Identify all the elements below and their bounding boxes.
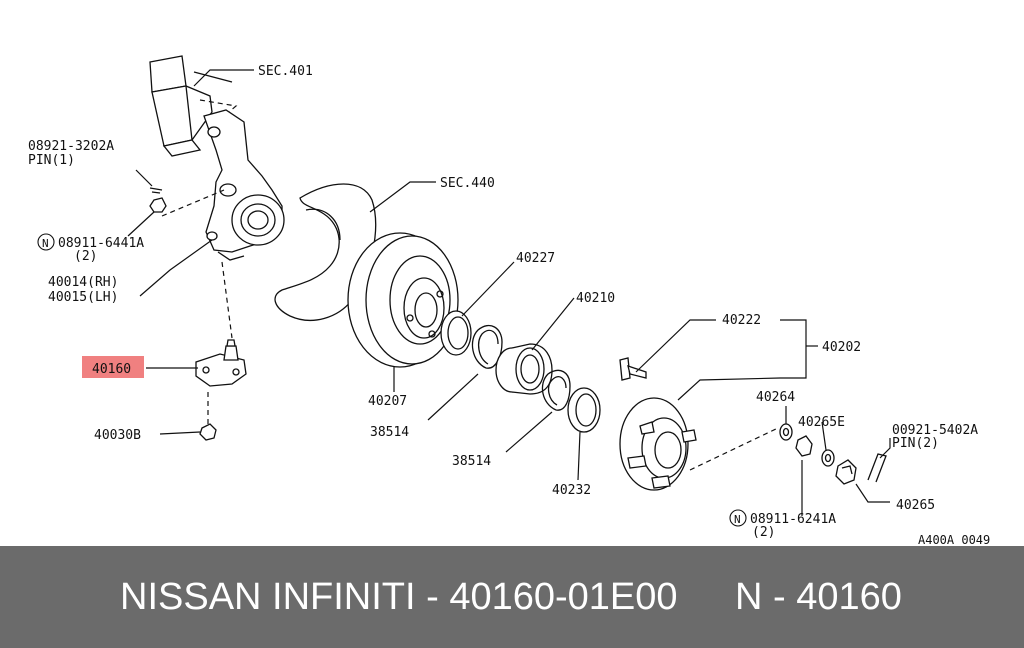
bearing-40210-drawing bbox=[495, 343, 553, 395]
washer-40264-drawing bbox=[779, 423, 793, 441]
label-40202: 40202 bbox=[822, 340, 861, 355]
label-08911-6441a: 08911-6441A bbox=[58, 236, 144, 251]
label-40207: 40207 bbox=[368, 394, 407, 409]
highlight-40160 bbox=[82, 356, 144, 378]
n-symbol-2: N bbox=[729, 509, 747, 527]
knuckle-drawing bbox=[203, 109, 285, 261]
label-pin1: PIN(1) bbox=[28, 153, 75, 168]
nut-40030b-drawing bbox=[199, 423, 217, 441]
label-40030b: 40030B bbox=[94, 428, 141, 443]
label-00921-5402a: 00921-5402A bbox=[892, 423, 978, 438]
label-08911-6241a: 08911-6241A bbox=[750, 512, 836, 527]
label-qty-2-a: (2) bbox=[74, 249, 97, 264]
ball-joint-drawing bbox=[195, 339, 247, 387]
parts-diagram: N N SEC.401 SEC.440 08921-3202A PIN(1) 0… bbox=[28, 55, 990, 546]
knuckle-pin-drawing bbox=[149, 187, 163, 194]
footer-bar: NISSAN INFINITI - 40160-01E00 N - 40160 bbox=[0, 546, 1024, 648]
castle-nut-40265-drawing bbox=[835, 459, 857, 485]
label-pin2: PIN(2) bbox=[892, 436, 939, 451]
label-40015-lh: 40015(LH) bbox=[48, 290, 118, 305]
label-qty-2-b: (2) bbox=[752, 525, 775, 540]
label-40160: 40160 bbox=[92, 362, 131, 377]
label-40210: 40210 bbox=[576, 291, 615, 306]
nut-08911-6241a-drawing bbox=[795, 435, 813, 457]
hub-drawing bbox=[619, 397, 697, 491]
label-38514-a: 38514 bbox=[370, 425, 409, 440]
hub-bolt-drawing bbox=[619, 357, 647, 381]
brake-rotor-drawing bbox=[347, 232, 459, 368]
label-40222: 40222 bbox=[722, 313, 761, 328]
washer-40265e-drawing bbox=[821, 449, 835, 467]
svg-text:N: N bbox=[42, 237, 49, 250]
snap-ring-38514-b-drawing bbox=[541, 369, 571, 411]
label-sec401: SEC.401 bbox=[258, 64, 313, 79]
knuckle-nut-drawing bbox=[149, 197, 167, 213]
seal-40227-drawing bbox=[440, 310, 472, 356]
strut-drawing bbox=[149, 55, 238, 157]
label-40264: 40264 bbox=[756, 390, 795, 405]
label-sec440: SEC.440 bbox=[440, 176, 495, 191]
n-symbol-1: N bbox=[37, 233, 55, 251]
svg-text:N: N bbox=[734, 513, 741, 526]
label-40227: 40227 bbox=[516, 251, 555, 266]
footer-part-number: NISSAN INFINITI - 40160-01E00 bbox=[120, 576, 678, 618]
diagram-reference: A400A 0049 bbox=[918, 533, 990, 546]
label-40265e: 40265E bbox=[798, 415, 845, 430]
label-38514-b: 38514 bbox=[452, 454, 491, 469]
cotter-pin-drawing bbox=[867, 453, 887, 483]
seal-40232-drawing bbox=[567, 387, 601, 433]
label-40232: 40232 bbox=[552, 483, 591, 498]
label-08921-3202a: 08921-3202A bbox=[28, 139, 114, 154]
label-40014-rh: 40014(RH) bbox=[48, 275, 118, 290]
leader-lines bbox=[127, 69, 891, 516]
label-40265: 40265 bbox=[896, 498, 935, 513]
assembly-lines bbox=[161, 189, 779, 471]
footer-diagram-number: N - 40160 bbox=[735, 576, 902, 618]
